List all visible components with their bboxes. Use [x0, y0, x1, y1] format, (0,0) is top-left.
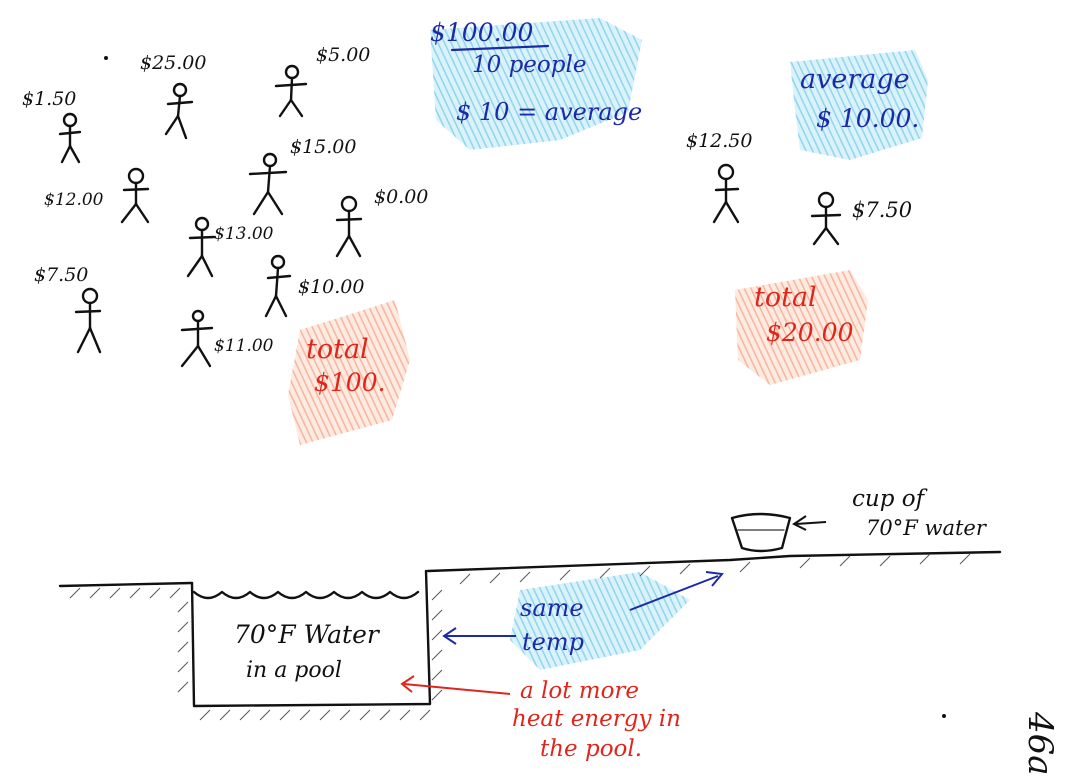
blue-arrow-to-cup-ground [629, 571, 724, 611]
heat-line3: the pool. [540, 736, 643, 762]
blue-highlight-right-average [790, 50, 928, 160]
stick-figure-1.50 [58, 112, 82, 164]
money-label-5.00: $5.00 [316, 44, 371, 66]
heat-line1: a lot more [520, 678, 640, 704]
pool-outline [190, 569, 432, 708]
stick-figure-7.50-right [810, 191, 842, 246]
same-temp-line2: temp [522, 628, 584, 656]
orange-highlight-left-total [288, 300, 410, 445]
avg-denominator: 10 people [472, 52, 587, 78]
blue-arrow-to-pool-wall [442, 627, 516, 645]
ink-dot [104, 56, 108, 60]
cup-of-water [730, 512, 792, 553]
stick-figure-5.00 [274, 64, 308, 118]
money-label-0.00: $0.00 [374, 186, 429, 208]
black-arrow-to-cup [792, 515, 827, 531]
same-temp-line1: same [520, 594, 584, 622]
stick-figure-10.00 [264, 254, 292, 318]
stick-figure-25.00 [164, 82, 194, 140]
left-total-value: $100. [314, 368, 386, 397]
pool-water-surface [192, 590, 420, 600]
avg-numerator: $100.00 [430, 18, 534, 47]
stick-figure-12.00 [120, 167, 150, 224]
cup-label-line1: cup of [852, 486, 925, 512]
cup-label-line2: 70°F water [866, 516, 986, 540]
money-label-25.00: $25.00 [140, 52, 207, 74]
fraction-bar [450, 44, 550, 52]
ink-dot-2 [942, 714, 946, 718]
money-label-11.00: $11.00 [214, 336, 274, 356]
page-number: 46a [1020, 712, 1060, 776]
money-label-10.00: $10.00 [298, 276, 365, 298]
stick-figure-7.50-left [74, 287, 102, 354]
blue-highlight-average-calc [430, 18, 642, 150]
pool-label-line2: in a pool [246, 658, 342, 683]
money-label-12.00: $12.00 [44, 190, 104, 210]
left-total-label: total [306, 334, 369, 365]
blue-highlight-same-temp [510, 572, 690, 670]
right-average-value: $ 10.00. [816, 104, 920, 133]
stick-figure-15.00 [248, 152, 288, 216]
heat-line2: heat energy in [512, 706, 681, 732]
stick-figure-12.50 [712, 163, 740, 224]
ground-hatching [69, 553, 971, 721]
right-total-value: $20.00 [766, 318, 854, 347]
stick-figure-0.00 [335, 195, 363, 258]
money-label-7.50-right: $7.50 [852, 198, 913, 222]
money-label-1.50: $1.50 [22, 88, 77, 110]
right-total-label: total [754, 282, 817, 313]
avg-result: $ 10 = average [456, 98, 643, 126]
red-arrow-to-pool [400, 675, 511, 695]
money-label-15.00: $15.00 [290, 136, 357, 158]
stick-figure-13.00 [186, 216, 216, 278]
money-label-7.50-left: $7.50 [34, 264, 89, 286]
ground-line [58, 550, 1002, 588]
pool-label-line1: 70°F Water [234, 620, 379, 649]
money-label-12.50: $12.50 [686, 130, 753, 152]
right-average-label: average [800, 64, 910, 95]
stick-figure-11.00 [180, 309, 214, 368]
money-label-13.00: $13.00 [214, 224, 274, 244]
orange-highlight-right-total [735, 270, 868, 385]
